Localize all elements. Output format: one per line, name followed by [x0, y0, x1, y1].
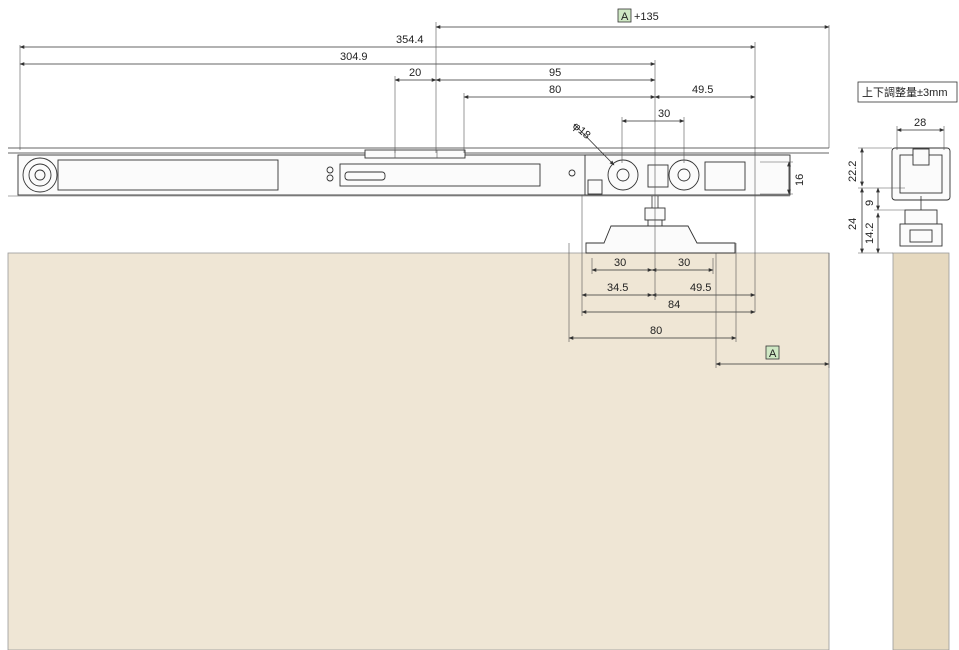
- roller-carriage: [584, 154, 791, 196]
- dim-354: 354.4: [396, 34, 424, 46]
- dim-49-bracket: 49.5: [690, 282, 711, 294]
- dim-16: 16: [794, 174, 806, 186]
- dim-30-bracket-right: 30: [678, 257, 690, 269]
- dim-30-top: 30: [658, 108, 670, 120]
- dim-24-side: 24: [847, 218, 859, 230]
- dim-22-side: 22.2: [847, 161, 859, 182]
- dim-20: 20: [409, 67, 421, 79]
- dim-84: 84: [668, 299, 680, 311]
- dim-34: 34.5: [607, 282, 628, 294]
- soft-close-mechanism: [17, 149, 789, 196]
- dim-304: 304.9: [340, 51, 368, 63]
- dim-14-side: 14.2: [864, 223, 876, 244]
- dim-49-top: 49.5: [692, 84, 713, 96]
- door-bracket: [585, 196, 736, 254]
- adjustment-title: 上下調整量±3mm: [862, 85, 947, 99]
- door-panel-side: [892, 252, 950, 650]
- dim-30-bracket-left: 30: [614, 257, 626, 269]
- dimension-lines: [19, 25, 945, 366]
- side-view-hardware: [891, 147, 951, 247]
- dim-9-side: 9: [864, 200, 876, 206]
- dim-95: 95: [549, 67, 561, 79]
- adjustment-title-box: [857, 81, 958, 103]
- dim-diameter: φ18: [570, 120, 593, 142]
- ref-label-bottom: A: [769, 348, 777, 360]
- door-panel-front: [7, 252, 830, 650]
- ref-label-top: A: [621, 11, 629, 23]
- dim-80-bracket: 80: [650, 325, 662, 337]
- ref-box-top: [617, 8, 632, 23]
- ref-box-bottom: [765, 345, 780, 360]
- top-offset-dimension: +135: [634, 11, 659, 23]
- dim-28-side: 28: [914, 117, 926, 129]
- dim-80-top: 80: [549, 84, 561, 96]
- extension-lines: [394, 22, 945, 368]
